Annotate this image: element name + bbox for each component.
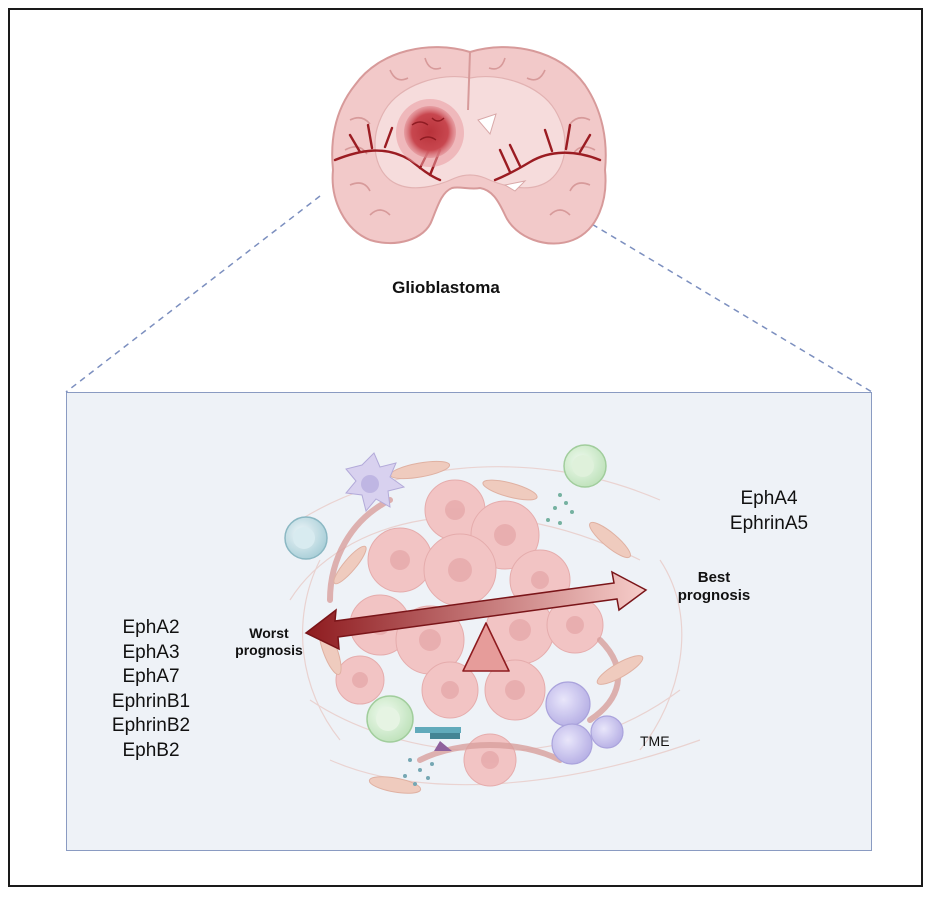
- prognosis-balance: [304, 570, 648, 672]
- diagram-title: Glioblastoma: [392, 278, 500, 297]
- brain-section: [331, 46, 607, 245]
- marker-label: EphA4: [740, 488, 798, 509]
- best-prognosis-label: Best prognosis: [677, 569, 751, 604]
- zoom-line-right: [544, 195, 873, 393]
- zoom-line-left: [65, 195, 321, 393]
- best-prognosis-marker-list: EphA4 EphrinA5: [714, 487, 824, 536]
- prognosis-arrow: [304, 570, 648, 651]
- tumor-mass: [404, 106, 456, 158]
- tme-label: TME: [640, 733, 670, 749]
- marker-label: EphA7: [122, 666, 180, 687]
- marker-label: EphA3: [122, 641, 180, 663]
- receptor-interaction: [415, 727, 461, 751]
- dendritic-cell: [345, 452, 406, 513]
- marker-label: EphrinA5: [729, 512, 809, 534]
- marker-label: EphA2: [122, 617, 180, 638]
- worst-prognosis-label: Worst prognosis: [235, 625, 303, 658]
- marker-label: EphB2: [122, 739, 180, 761]
- marker-label: EphrinB1: [111, 690, 191, 712]
- tme-cell-cluster-purple: [545, 681, 624, 765]
- marker-label: EphrinB2: [111, 715, 191, 736]
- worst-prognosis-marker-list: EphA2 EphA3 EphA7 EphrinB1 EphrinB2 EphB…: [96, 616, 206, 763]
- fulcrum-triangle: [462, 622, 510, 672]
